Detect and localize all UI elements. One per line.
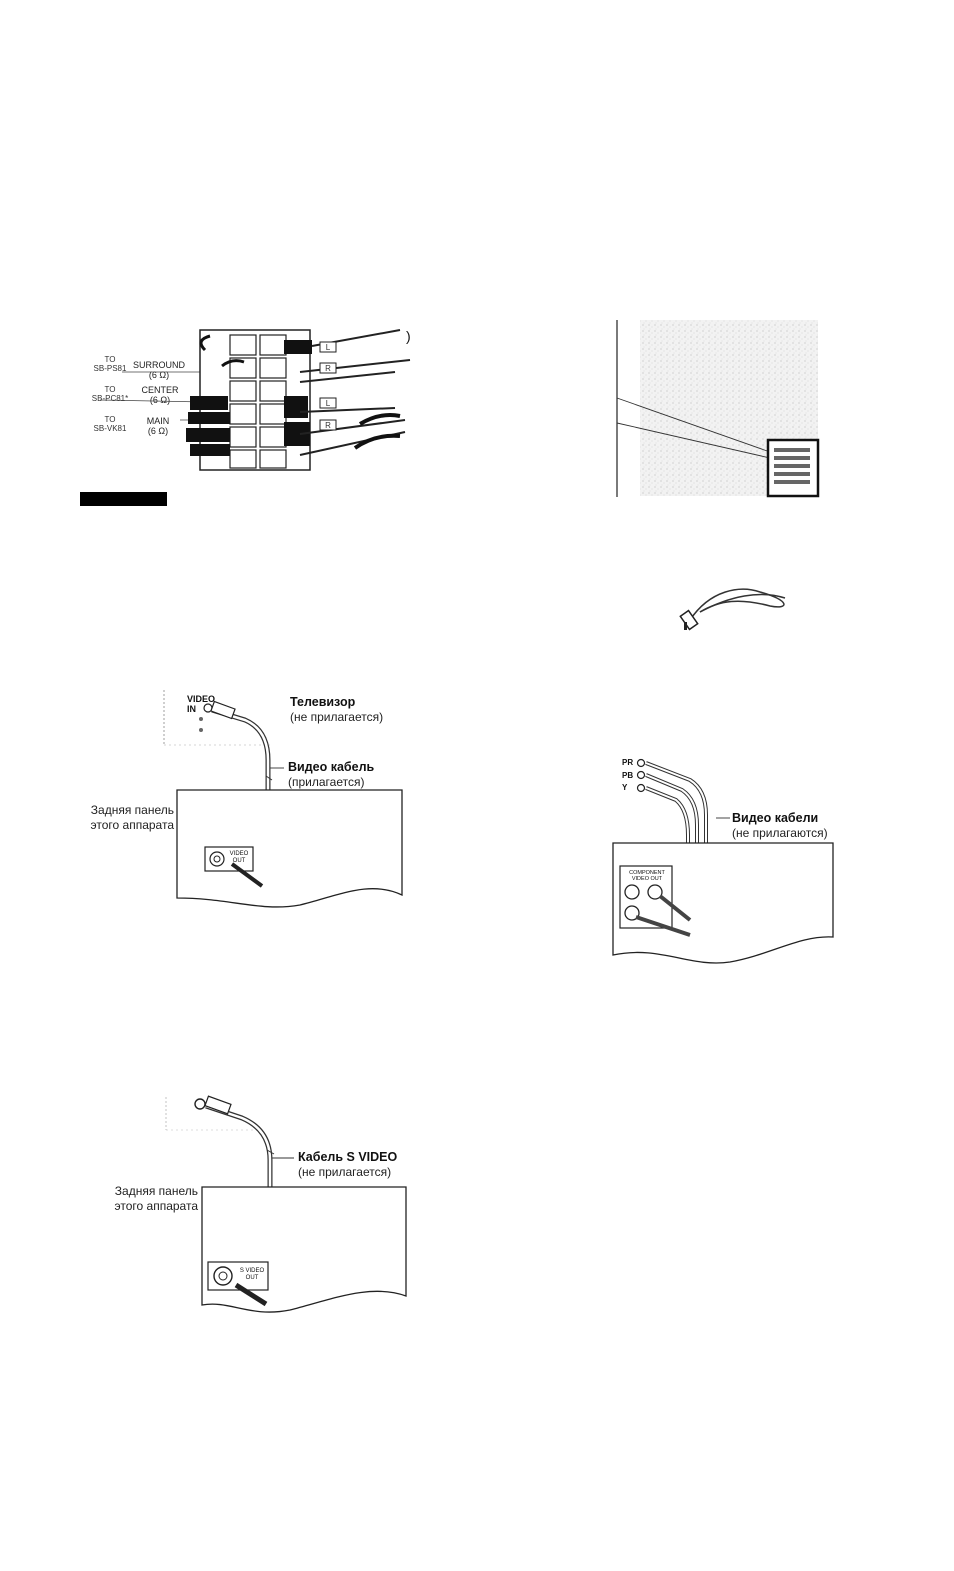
speaker-to-label: TO — [104, 415, 116, 424]
tv-jack-label: VIDEO IN — [187, 694, 215, 714]
speaker-ohm-center: (6 Ω) — [149, 395, 171, 405]
svideo-rear-line2: этого аппарата — [114, 1199, 198, 1213]
tv-caption: Телевизор (не прилагается) — [290, 695, 383, 724]
bracket-mark: ) — [406, 328, 411, 344]
tv-jack-in: IN — [187, 704, 196, 714]
component-jack-labels: PR PB Y — [622, 757, 633, 795]
speaker-model-surround: SB-PS81 — [93, 364, 127, 373]
jack-pb: PB — [622, 770, 634, 780]
speaker-name-surround: SURROUND — [132, 360, 185, 370]
speaker-to-label: TO — [104, 385, 116, 394]
tv-note: (не прилагается) — [290, 710, 384, 724]
rear-panel-line1: Задняя панель — [90, 803, 174, 817]
video-out-label-line2: OUT — [232, 858, 246, 864]
rear-panel-line2: этого аппарата — [90, 818, 174, 832]
section-heading-bar — [80, 492, 167, 506]
component-label-line2: VIDEO OUT — [631, 876, 663, 882]
component-cable-title: Видео кабели — [732, 811, 819, 825]
speaker-name-center: CENTER — [141, 385, 179, 395]
rear-panel-caption: Задняя панель этого аппарата — [60, 803, 174, 833]
svideo-out-line2: OUT — [245, 1275, 259, 1281]
video-cable-title: Видео кабель — [288, 760, 375, 774]
video-cable-caption: Видео кабель (прилагается) — [288, 760, 374, 789]
wire-tag: R — [325, 364, 331, 373]
svideo-out-jack-label: S VIDEO OUT — [238, 1268, 266, 1282]
wire-tag: R — [325, 421, 331, 430]
speaker-name-main: MAIN — [146, 416, 170, 426]
jack-y: Y — [622, 783, 628, 792]
wire-tag: L — [325, 343, 331, 352]
component-panel-label: COMPONENT VIDEO OUT — [622, 870, 672, 882]
svideo-cable-note: (не прилагается) — [298, 1165, 392, 1179]
component-cable-note: (не прилагаются) — [732, 826, 828, 840]
speaker-ohm-main: (6 Ω) — [147, 426, 169, 436]
video-out-label-line1: VIDEO — [229, 851, 249, 857]
svideo-rear-panel-caption: Задняя панель этого аппарата — [84, 1184, 198, 1214]
component-label-line1: COMPONENT — [629, 870, 665, 876]
jack-pr: PR — [622, 758, 634, 767]
video-out-jack-label: VIDEO OUT — [228, 851, 250, 865]
tv-jack-video: VIDEO — [187, 694, 216, 704]
tv-title: Телевизор — [290, 695, 356, 709]
svideo-cable-caption: Кабель S VIDEO (не прилагается) — [298, 1150, 397, 1179]
component-cable-caption: Видео кабели (не прилагаются) — [732, 811, 828, 840]
speaker-model-center: SB-PC81* — [91, 394, 129, 403]
svideo-cable-title: Кабель S VIDEO — [298, 1150, 398, 1164]
svideo-rear-line1: Задняя панель — [114, 1184, 198, 1198]
speaker-to-label: TO — [104, 355, 116, 364]
video-cable-note: (прилагается) — [288, 775, 365, 789]
svideo-out-line1: S VIDEO — [239, 1268, 265, 1274]
speaker-ohm-surround: (6 Ω) — [148, 370, 170, 380]
wire-tag: L — [325, 399, 331, 408]
speaker-model-main: SB-VK81 — [93, 424, 127, 433]
